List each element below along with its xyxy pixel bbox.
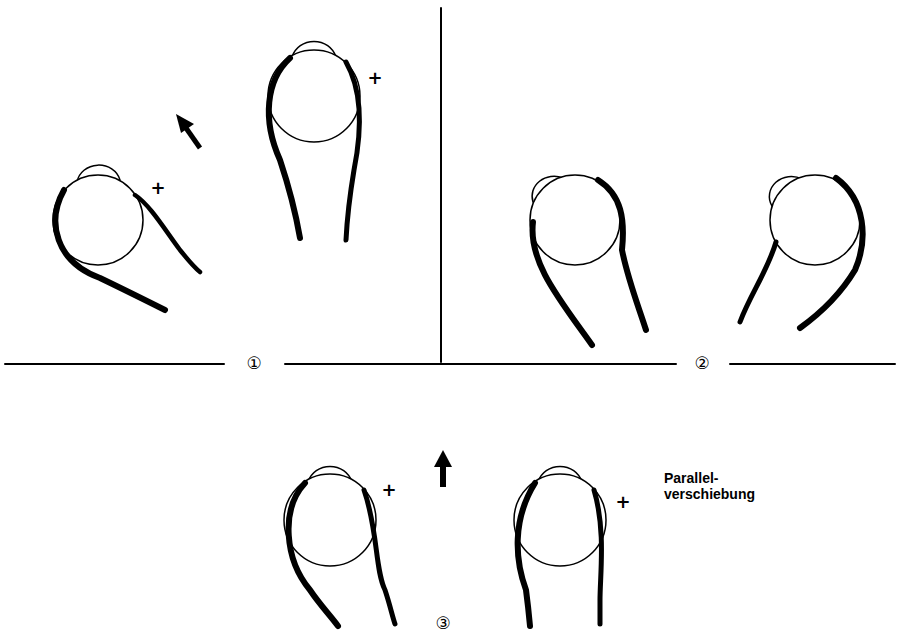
eye-figure: [514, 466, 606, 626]
direction-arrow: [176, 114, 200, 148]
divider-line: [440, 8, 442, 362]
panel-number: ③: [433, 614, 452, 634]
plus-sign: +: [379, 480, 398, 501]
eye-figure: [530, 175, 646, 345]
eye-figure: [740, 175, 863, 328]
divider-line: [5, 363, 224, 365]
note-text: Parallel- verschiebung: [662, 470, 757, 502]
eye-figure: [284, 466, 395, 626]
direction-arrow: [434, 450, 452, 487]
divider-line: [285, 363, 676, 365]
panel-number: ①: [244, 354, 263, 374]
plus-sign: +: [613, 492, 632, 513]
plus-sign: +: [148, 178, 167, 199]
divider-line: [730, 363, 895, 365]
eye-figure: [53, 165, 200, 310]
eye-figure: [268, 41, 360, 240]
plus-sign: +: [365, 68, 384, 89]
panel-number: ②: [692, 354, 711, 374]
